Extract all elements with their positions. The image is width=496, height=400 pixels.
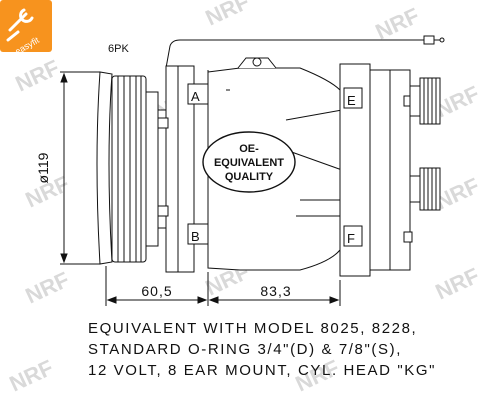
watermark-text: NRF xyxy=(372,3,424,45)
watermark-text: NRF xyxy=(432,263,484,305)
watermark-text: NRF xyxy=(12,55,64,97)
seal-line-2: EQUIVALENT xyxy=(214,157,284,169)
seal-line-3: QUALITY xyxy=(225,171,274,183)
badge-background xyxy=(0,0,52,52)
oe-quality-seal: OE- EQUIVALENT QUALITY xyxy=(202,131,296,193)
watermark-text: NRF xyxy=(6,355,58,397)
dimension-left: 60,5 xyxy=(141,283,172,299)
port-f-label: F xyxy=(347,231,355,246)
diameter-dimension xyxy=(60,71,100,265)
dimension-right: 83,3 xyxy=(260,283,291,299)
wire-lead xyxy=(165,35,445,69)
spec-line-1: EQUIVALENT WITH MODEL 8025, 8228, xyxy=(88,320,418,337)
front-body xyxy=(157,65,209,273)
easyfit-badge: easyfit xyxy=(0,0,52,57)
rear-head xyxy=(339,63,413,277)
seal-line-1: OE- xyxy=(239,143,259,155)
port-a-label: A xyxy=(191,89,200,104)
pulley xyxy=(96,71,167,265)
watermark-text: NRF xyxy=(202,0,254,31)
port-e-label: E xyxy=(347,93,356,108)
spec-line-2: STANDARD O-RING 3/4"(D) & 7/8"(S), xyxy=(88,341,402,358)
spec-line-3: 12 VOLT, 8 EAR MOUNT, CYL. HEAD "KG" xyxy=(88,362,437,379)
threaded-fitting-bottom xyxy=(409,167,441,211)
diameter-label: ø119 xyxy=(35,152,51,183)
threaded-fitting-top xyxy=(409,77,441,125)
port-b-label: B xyxy=(191,229,200,244)
watermark-text: NRF xyxy=(22,267,74,309)
length-dimensions xyxy=(105,266,341,306)
wrench-icon xyxy=(6,8,34,42)
belt-type-label: 6PK xyxy=(108,43,129,55)
